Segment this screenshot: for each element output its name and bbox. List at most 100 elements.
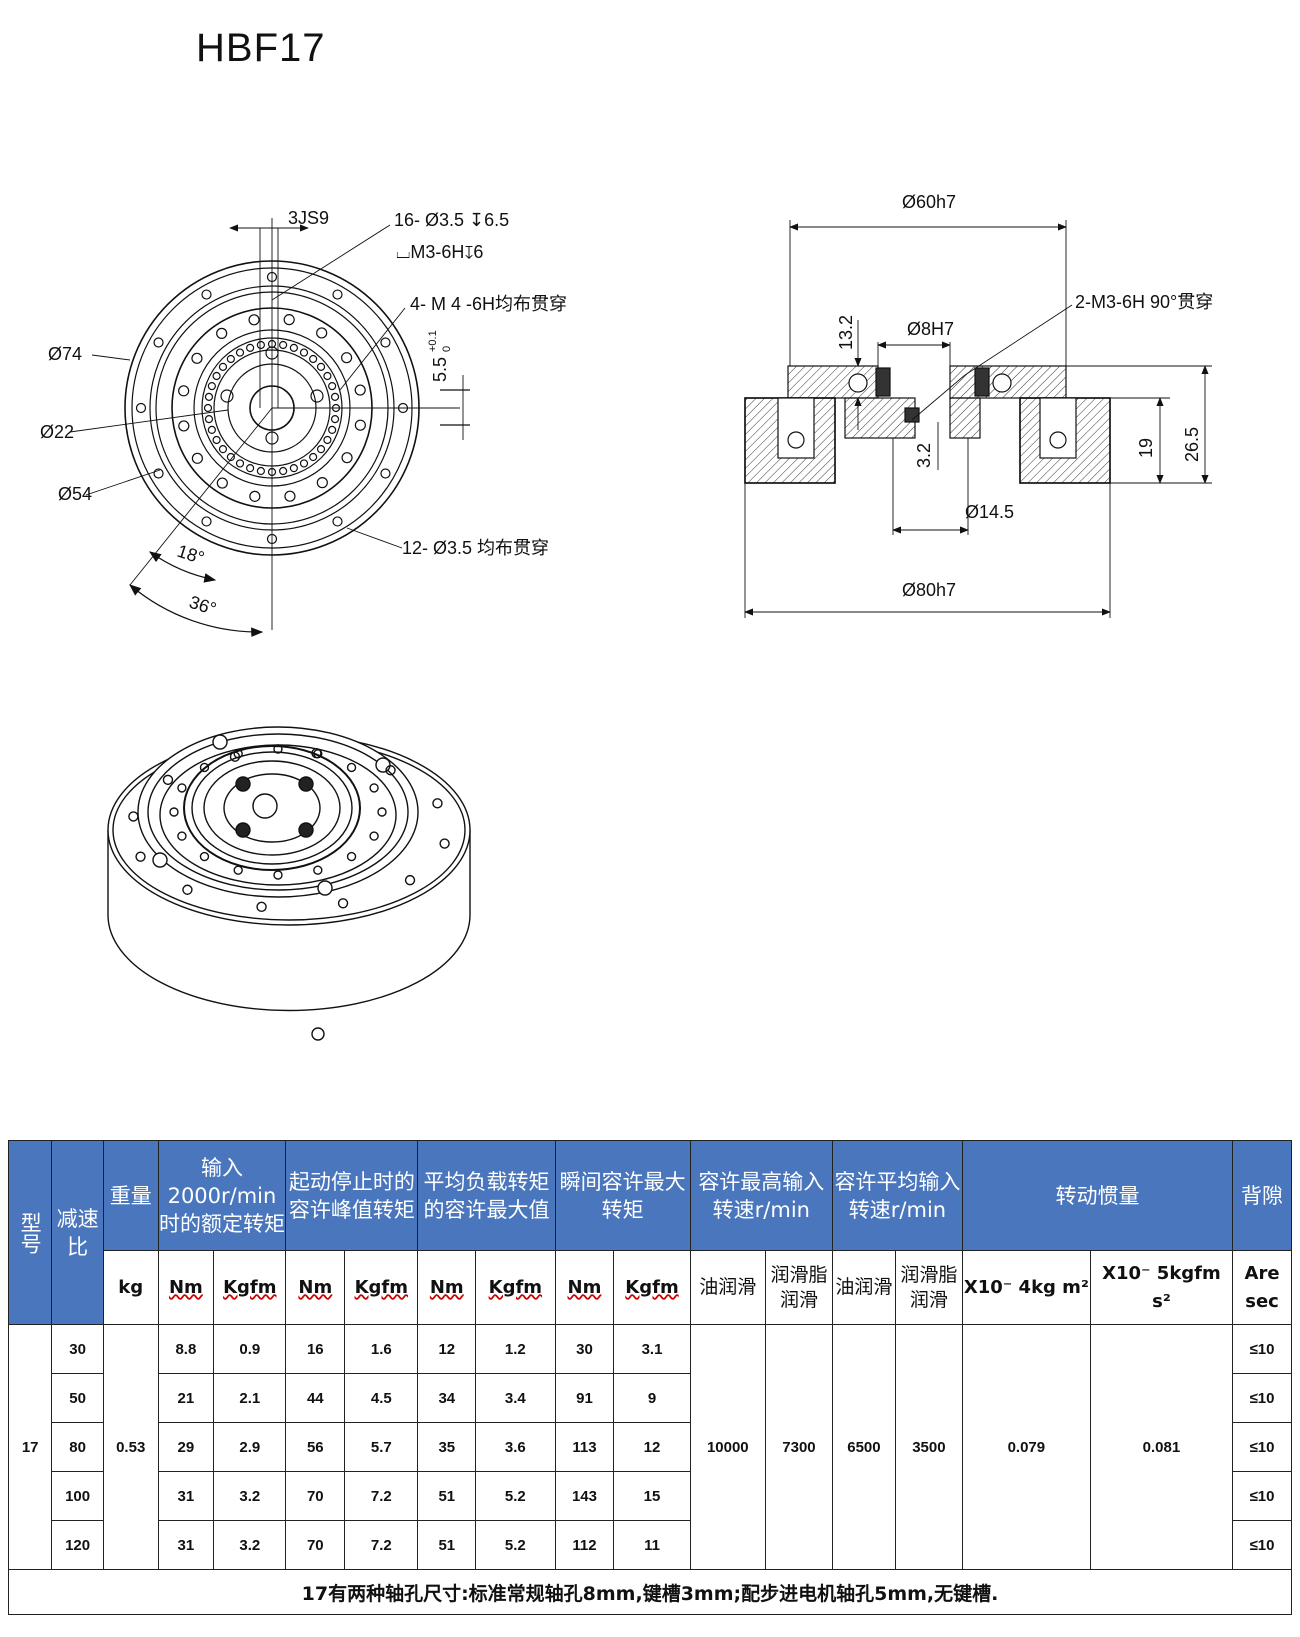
cell-avg-speed-grease: 3500 <box>894 1324 963 1570</box>
cell-rated-nm: 31 <box>157 1471 215 1521</box>
bearing-roller <box>204 392 214 401</box>
section-dim-lines <box>744 220 1212 618</box>
cell-rated-kgfm: 3.2 <box>213 1471 287 1521</box>
cell-ratio: 50 <box>51 1373 104 1423</box>
cell-rated-nm: 8.8 <box>157 1324 215 1374</box>
iso-bolt-hole <box>313 749 323 759</box>
cell-avg-kgfm: 3.4 <box>475 1373 556 1423</box>
d14-5-label: Ø14.5 <box>965 502 1014 522</box>
cell-avg-nm: 35 <box>417 1422 477 1472</box>
iso-bolt-hole <box>273 744 283 754</box>
cell-backlash: ≤10 <box>1232 1373 1292 1423</box>
d54-label: Ø54 <box>58 484 92 504</box>
bearing-roller <box>299 459 309 468</box>
cell-backlash: ≤10 <box>1232 1324 1292 1374</box>
cell-peak-nm: 44 <box>285 1373 346 1423</box>
cell-max-speed-oil: 10000 <box>689 1324 766 1570</box>
header-ratio: 减速比 <box>51 1140 104 1325</box>
bearing-roller <box>226 354 235 364</box>
iso-bolt-hole <box>369 831 379 841</box>
bolt-hole <box>354 419 366 431</box>
mount-hole <box>135 402 147 414</box>
header-model: 型号 <box>7 1140 53 1325</box>
bearing-roller <box>203 403 213 413</box>
bearing-roller <box>323 371 332 381</box>
bearing-roller <box>256 466 265 476</box>
iso-bolt-hole <box>233 749 243 759</box>
bolt-hole <box>316 477 328 489</box>
cell-ratio: 120 <box>51 1520 104 1570</box>
mount-hole <box>380 468 391 479</box>
tol-low-label: 0 <box>441 346 453 352</box>
cell-peak-nm: 70 <box>285 1471 346 1521</box>
iso-mount-hole <box>135 851 146 862</box>
bolt-hole <box>341 352 353 364</box>
spec-table: 型号 减速比 重量 输入2000r/min时的额定转矩 起动停止时的容许峰值转矩… <box>7 1140 1292 1615</box>
bearing-roller <box>289 343 298 352</box>
cell-weight: 0.53 <box>102 1324 159 1570</box>
unit-inertia-kgfms2: X10⁻ 5kgfm s² <box>1089 1250 1234 1325</box>
page-title: HBF17 <box>196 26 326 70</box>
header-avg-torque: 平均负载转矩的容许最大值 <box>417 1140 556 1251</box>
unit-grease: 润滑脂润滑 <box>764 1250 833 1325</box>
unit-kg: kg <box>102 1250 159 1325</box>
d60-label: Ø60h7 <box>902 192 956 212</box>
bearing-roller <box>330 415 340 424</box>
iso-mount-hole <box>337 898 349 909</box>
unit-kgfm: Kgfm <box>213 1250 287 1325</box>
header-peak-torque: 起动停止时的容许峰值转矩 <box>285 1140 419 1251</box>
bolt-hole <box>216 477 228 489</box>
cell-avg-kgfm: 1.2 <box>475 1324 556 1374</box>
cell-inst-kgfm: 11 <box>613 1520 691 1570</box>
iso-mount-hole <box>385 765 396 776</box>
m4-hole <box>220 389 234 403</box>
cell-inst-nm: 91 <box>554 1373 615 1423</box>
unit-nm: Nm <box>157 1250 215 1325</box>
bearing-roller <box>279 340 288 350</box>
iso-mount-hole <box>404 874 416 886</box>
unit-nm: Nm <box>285 1250 346 1325</box>
iso-mount-hole <box>162 774 174 786</box>
h19-label: 19 <box>1136 438 1156 458</box>
bearing-roller <box>309 452 318 462</box>
cell-inst-nm: 143 <box>554 1471 615 1521</box>
d22-label: Ø22 <box>40 422 74 442</box>
mount-hole <box>201 516 212 527</box>
cell-rated-nm: 31 <box>157 1520 215 1570</box>
technical-drawing: 3JS9 16- Ø3.5 ↧6.5 ⌴M3-6H↧6 4- M 4 -6H均布… <box>40 192 1213 1041</box>
header-max-speed: 容许最高输入转速r/min <box>689 1140 833 1251</box>
cell-backlash: ≤10 <box>1232 1422 1292 1472</box>
bolt-hole <box>354 384 366 396</box>
header-rated-torque: 输入2000r/min时的额定转矩 <box>157 1140 287 1251</box>
keyway-label: 3JS9 <box>288 208 329 228</box>
bearing-roller <box>235 459 245 468</box>
bearing-roller <box>328 425 337 434</box>
iso-bolt-hole <box>177 783 187 793</box>
bearing-roller <box>328 382 337 391</box>
iso-bolt-hole <box>346 762 357 773</box>
bearing-roller <box>289 464 298 473</box>
bearing-roller <box>256 340 265 350</box>
cell-inertia-kgm2: 0.079 <box>961 1324 1091 1570</box>
bolt-hole <box>191 352 203 364</box>
h13-2-label: 13.2 <box>836 315 856 350</box>
bearing-roller <box>226 452 235 462</box>
bolt-hole <box>316 327 328 339</box>
cell-avg-kgfm: 3.6 <box>475 1422 556 1472</box>
bolt-hole <box>283 314 295 326</box>
cell-inst-nm: 112 <box>554 1520 615 1570</box>
isometric-view <box>107 726 471 1041</box>
iso-mount-hole <box>128 811 139 822</box>
bolt-hole <box>248 314 260 326</box>
unit-kgfm: Kgfm <box>344 1250 419 1325</box>
cell-avg-speed-oil: 6500 <box>831 1324 896 1570</box>
iso-bolt-hole <box>313 865 323 875</box>
bearing-roller <box>299 348 309 357</box>
bearing-roller <box>246 343 255 352</box>
cell-peak-kgfm: 7.2 <box>344 1520 419 1570</box>
bearing-roller <box>330 392 340 401</box>
bearing-roller <box>212 435 221 445</box>
